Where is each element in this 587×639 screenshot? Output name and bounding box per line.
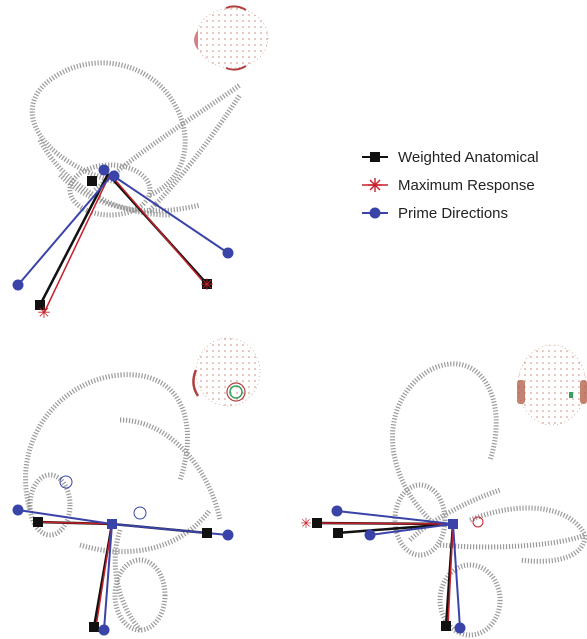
head-model-bottom-right <box>517 345 587 425</box>
prime-marker <box>223 530 234 541</box>
legend-item-weighted: Weighted Anatomical <box>360 145 587 173</box>
maximum-marker: ✳ <box>37 303 50 322</box>
weighted-marker <box>441 621 451 631</box>
maximum-marker: ✳ <box>300 516 312 532</box>
vectors-bottom-right: ✳ <box>300 506 483 634</box>
weighted-marker <box>448 519 458 529</box>
vectors-bottom-left <box>13 476 234 636</box>
asterisk-marker-icon <box>360 173 390 197</box>
weighted-marker <box>333 528 343 538</box>
semicircular-canal-coil-bottom-left <box>26 375 220 630</box>
legend-label-weighted: Weighted Anatomical <box>398 149 539 166</box>
prime-marker <box>223 248 234 259</box>
prime-marker <box>99 625 110 636</box>
prime-marker <box>99 165 110 176</box>
panel-bottom-right: ✳ <box>300 345 587 635</box>
head-model-top <box>194 6 268 69</box>
legend-item-maximum: Maximum Response <box>360 173 587 201</box>
weighted-marker <box>107 519 117 529</box>
weighted-marker <box>312 518 322 528</box>
circle-marker-icon <box>360 201 390 225</box>
weighted-marker <box>202 528 212 538</box>
prime-marker <box>365 530 376 541</box>
prime-marker <box>109 171 120 182</box>
vectors-top: ✳ ✳ <box>13 165 234 323</box>
prime-marker <box>13 280 24 291</box>
legend-label-prime: Prime Directions <box>398 205 508 222</box>
legend-label-maximum: Maximum Response <box>398 177 535 194</box>
panel-top-left: ✳ ✳ <box>13 6 269 322</box>
legend-item-prime: Prime Directions <box>360 201 587 229</box>
weighted-marker <box>89 622 99 632</box>
legend: Weighted Anatomical Maximum Response Pri… <box>360 145 587 229</box>
maximum-marker: ✳ <box>200 275 213 294</box>
square-marker-icon <box>360 145 390 169</box>
prime-marker <box>332 506 343 517</box>
prime-marker <box>455 623 466 634</box>
prime-marker <box>13 505 24 516</box>
panel-bottom-left <box>13 338 261 636</box>
weighted-marker <box>33 517 43 527</box>
head-model-bottom-left <box>193 338 260 406</box>
weighted-marker <box>87 176 97 186</box>
